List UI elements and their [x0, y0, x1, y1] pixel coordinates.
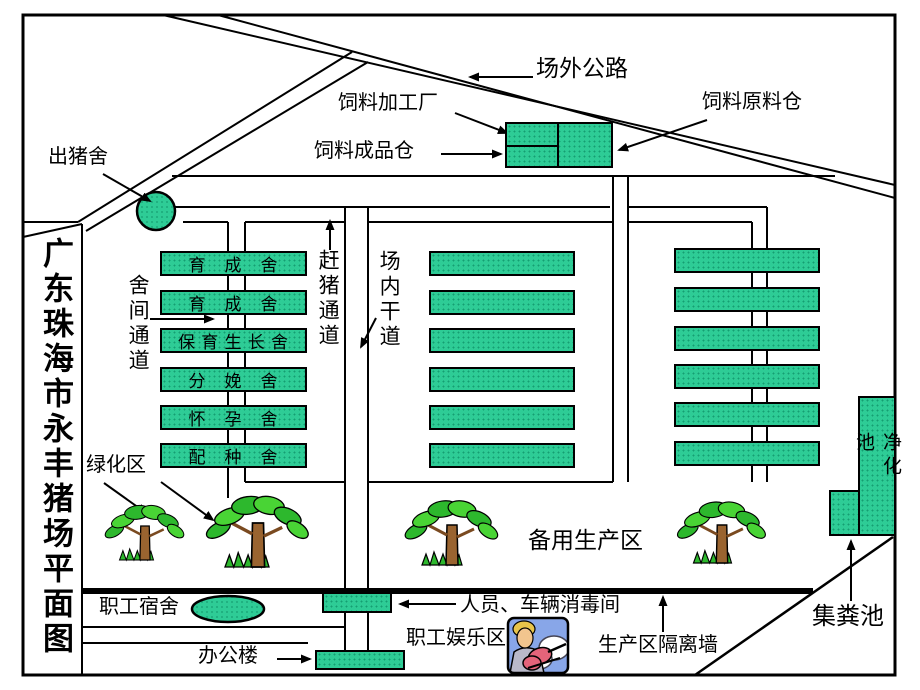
tree-icon — [401, 497, 502, 567]
building-middle-1 — [429, 251, 575, 276]
site-main-road-label: 场内干道 — [377, 250, 402, 350]
feed-building-divider-h — [507, 145, 557, 147]
office-label: 办公楼 — [198, 645, 258, 667]
building-middle-5 — [429, 405, 575, 430]
manure-pool-label: 集粪池 — [812, 604, 884, 630]
entertainment-picture — [506, 616, 570, 675]
backup-area-label: 备用生产区 — [528, 528, 643, 553]
feed-building — [505, 122, 613, 168]
staff-fun-area-label: 职工娱乐区 — [406, 627, 506, 649]
outside-road-label: 场外公路 — [536, 56, 628, 81]
building-breeding-house: 配 种 舍 — [160, 443, 307, 468]
building-right-1 — [674, 248, 820, 273]
purification-pool: 净化池 — [853, 396, 901, 536]
disinfect-room-label: 人员、车辆消毒间 — [460, 594, 620, 616]
building-right-6 — [674, 441, 820, 466]
building-right-2 — [674, 287, 820, 312]
arrow-pig-out — [102, 173, 152, 202]
fence-diagonal-line — [694, 535, 894, 677]
green-area-label: 绿化区 — [86, 454, 146, 476]
building-middle-2 — [429, 290, 575, 315]
office-building-block — [315, 650, 405, 670]
purification-pool-label: 净化池 — [853, 432, 901, 480]
outside-road-lines — [162, 14, 896, 199]
building-nursery-growing-house: 保 育 生 长 舍 — [160, 328, 307, 353]
leader-arrows — [102, 72, 856, 664]
house-gap-passage-label: 舍间通道 — [126, 274, 151, 374]
plan-title: 广东珠海市永丰猪场平面图 — [38, 237, 73, 657]
arrow-main-road — [360, 317, 377, 349]
trees — [101, 492, 770, 569]
arrow-feed-mill — [454, 112, 509, 134]
tree-icon — [202, 492, 313, 569]
arrow-feed-raw — [617, 119, 708, 152]
building-rearing-house-1: 育 成 舍 — [160, 251, 307, 276]
arrow-green-2 — [160, 481, 215, 522]
manure-pool-block — [829, 490, 860, 536]
building-right-5 — [674, 402, 820, 427]
tree-icon — [101, 502, 188, 562]
feed-building-divider-v — [557, 124, 559, 166]
disinfect-room-block — [322, 592, 392, 613]
pig-drive-passage-label: 赶猪通道 — [316, 249, 341, 349]
building-right-4 — [674, 364, 820, 389]
building-middle-4 — [429, 367, 575, 392]
feed-mill-label: 饲料加工厂 — [338, 92, 438, 114]
building-middle-3 — [429, 328, 575, 353]
staff-dorm-label: 职工宿舍 — [99, 596, 179, 618]
building-right-3 — [674, 326, 820, 351]
building-middle-6 — [429, 443, 575, 468]
outer-border — [21, 13, 897, 677]
building-farrowing-house: 分 娩 舍 — [160, 367, 307, 392]
entrance-road-lines — [22, 51, 369, 238]
feed-product-store-label: 饲料成品仓 — [314, 140, 414, 162]
pig-out-house-label: 出猪舍 — [48, 146, 108, 168]
building-rearing-house-2: 育 成 舍 — [160, 290, 307, 315]
feed-raw-store-label: 饲料原料仓 — [702, 91, 802, 113]
tree-icon — [673, 498, 770, 565]
building-gestation-house: 怀 孕 舍 — [160, 405, 307, 430]
staff-dorm-ellipse — [190, 594, 266, 624]
isolation-wall-label: 生产区隔离墙 — [598, 634, 718, 656]
